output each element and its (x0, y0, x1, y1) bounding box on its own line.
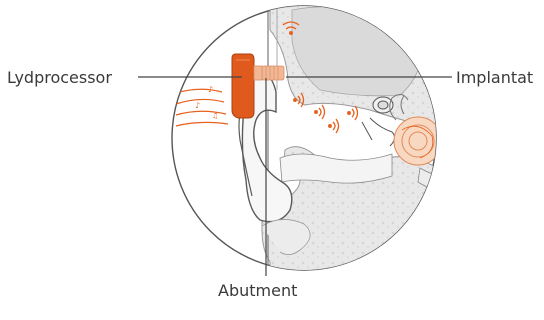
inner-bone-layer (292, 7, 423, 96)
svg-text:♫: ♫ (212, 112, 218, 120)
auditory-nerve (418, 168, 470, 196)
abutment-icon (254, 66, 262, 80)
svg-text:♪: ♪ (195, 101, 200, 110)
label-sound-processor: Lydprocessor (7, 68, 112, 87)
label-abutment: Abutment (218, 281, 297, 300)
svg-text:♪: ♪ (208, 85, 213, 94)
implant-screw-icon (262, 66, 284, 80)
label-implant: Implantat (456, 68, 533, 87)
